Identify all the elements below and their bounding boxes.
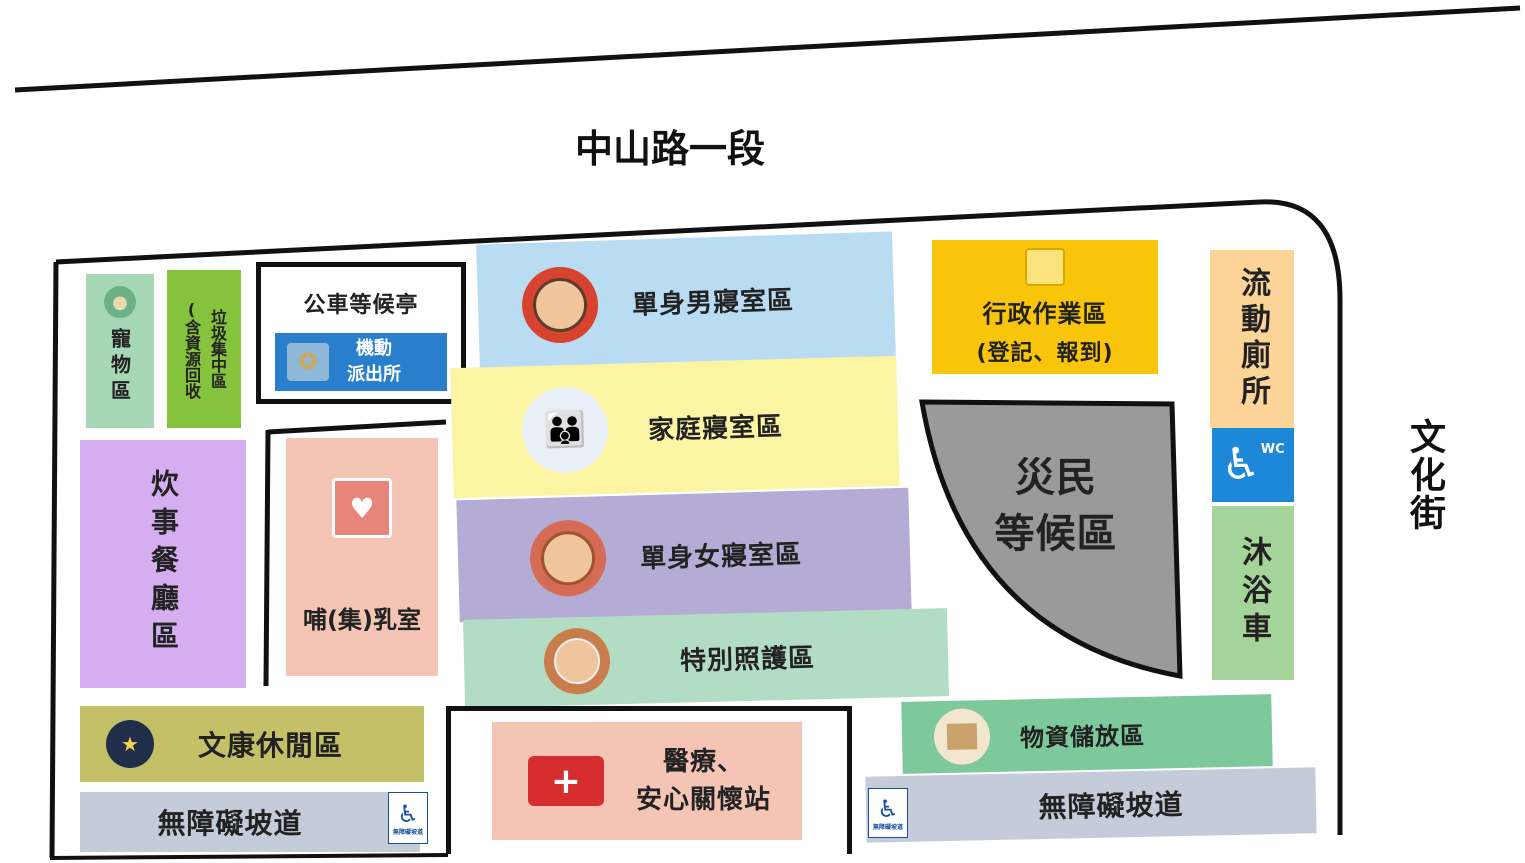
zone-family-label: 家庭寢室區 <box>647 411 784 446</box>
wheelchair-ramp-icon-left: ♿ 無障礙坡道 <box>388 792 428 844</box>
man-avatar-icon <box>520 265 600 345</box>
wheelchair-ramp-icon-right: ♿ 無障礙坡道 <box>868 788 908 838</box>
ramp-sign-text-right: 無障礙坡道 <box>872 823 903 831</box>
recreation-icon: ★ <box>106 720 154 768</box>
pet-icon: ● <box>104 286 136 318</box>
zone-mobile-toilet[interactable]: 流動廁所 <box>1210 250 1294 428</box>
inner-wall-vertical <box>263 429 271 687</box>
boxes-icon <box>933 708 991 766</box>
family-avatar-icon: 👪 <box>520 385 610 475</box>
zone-evacuee-wait[interactable] <box>916 396 1186 686</box>
site-boundary-south <box>49 853 449 860</box>
zone-kitchen-label: 炊事餐廳區 <box>147 469 180 659</box>
elder-avatar-icon <box>543 627 611 695</box>
zone-ramp-right[interactable]: 無障礙坡道 <box>865 767 1317 843</box>
zone-medical-label-1: 醫療、 <box>663 747 745 777</box>
road-line <box>14 5 1521 93</box>
street-north: 中山路一段 <box>575 127 766 171</box>
zone-single-male-label: 單身男寢室區 <box>631 285 795 321</box>
site-boundary-west <box>49 261 59 859</box>
zone-admin-label-2: (登記、報到) <box>976 340 1114 366</box>
zone-bus-stop[interactable]: 公車等候亭 ✪ 機動 派出所 <box>256 262 466 404</box>
zone-evacuee-wait-label: 災民 等候區 <box>986 450 1126 562</box>
zone-shower-truck-label: 沐浴車 <box>1236 536 1271 650</box>
zone-bus-stop-label: 公車等候亭 <box>303 293 419 318</box>
zone-special-care[interactable]: 特別照護區 <box>462 608 950 708</box>
inner-wall <box>267 419 447 435</box>
zone-admin[interactable]: 行政作業區 (登記、報到) <box>932 240 1158 374</box>
zone-supplies-label: 物資儲放區 <box>1019 721 1146 752</box>
zone-recreation-label: 文康休閒區 <box>198 729 344 762</box>
zone-evacuee-wait-label-2: 等候區 <box>994 511 1118 557</box>
zone-evacuee-wait-shape <box>919 399 1183 680</box>
zone-admin-label-1: 行政作業區 <box>982 299 1108 328</box>
zone-nursing-label: 哺(集)乳室 <box>303 606 421 634</box>
zone-garbage-label-2: (含資源回收 <box>182 299 201 399</box>
zone-ramp-left-label: 無障礙坡道 <box>157 807 303 840</box>
zone-evacuee-wait-label-1: 災民 <box>1015 455 1097 501</box>
zone-nursing[interactable]: ♥ 哺(集)乳室 <box>286 438 438 676</box>
zone-family[interactable]: 👪 家庭寢室區 <box>450 355 900 499</box>
zone-medical-label-2: 安心關懷站 <box>636 785 772 815</box>
woman-avatar-icon <box>528 519 608 598</box>
zone-mobile-toilet-label: 流動廁所 <box>1235 267 1270 411</box>
zone-shower-truck[interactable]: 沐浴車 <box>1212 506 1294 680</box>
zone-medical-frame <box>446 706 852 854</box>
zone-medical[interactable]: + 醫療、 安心關懷站 <box>492 722 802 840</box>
zone-garbage-label-1: 垃圾集中區 <box>208 309 227 389</box>
zone-special-care-label: 特別照護區 <box>679 642 816 677</box>
wheelchair-wc-icon: ♿ WC <box>1212 428 1294 502</box>
breastfeeding-icon: ♥ <box>332 478 392 538</box>
zone-police-label-2: 派出所 <box>347 364 401 385</box>
street-east: 文化街 <box>1404 418 1445 532</box>
zone-pet-label: 寵物區 <box>107 328 132 406</box>
zone-single-male[interactable]: 單身男寢室區 <box>476 231 896 371</box>
zone-garbage[interactable]: (含資源回收 垃圾集中區 <box>167 270 241 428</box>
zone-police[interactable]: ✪ 機動 派出所 <box>275 333 447 391</box>
zone-kitchen[interactable]: 炊事餐廳區 <box>80 440 246 688</box>
zone-supplies[interactable]: 物資儲放區 <box>901 694 1273 774</box>
wc-label: WC <box>1260 442 1285 457</box>
zone-ramp-left[interactable]: 無障礙坡道 <box>80 792 420 852</box>
site-boundary <box>55 199 1343 835</box>
zone-recreation[interactable]: ★ 文康休閒區 <box>80 706 424 782</box>
zone-pet[interactable]: ● 寵物區 <box>86 274 154 428</box>
first-aid-kit-icon: + <box>528 756 604 806</box>
zone-ramp-right-label: 無障礙坡道 <box>1038 788 1184 825</box>
zone-single-female[interactable]: 單身女寢室區 <box>456 487 912 623</box>
zone-single-female-label: 單身女寢室區 <box>639 539 803 574</box>
ramp-sign-text-left: 無障礙坡道 <box>392 828 423 836</box>
zone-police-label-1: 機動 <box>356 338 392 359</box>
police-badge-icon: ✪ <box>287 343 329 381</box>
printer-icon <box>1025 247 1065 286</box>
